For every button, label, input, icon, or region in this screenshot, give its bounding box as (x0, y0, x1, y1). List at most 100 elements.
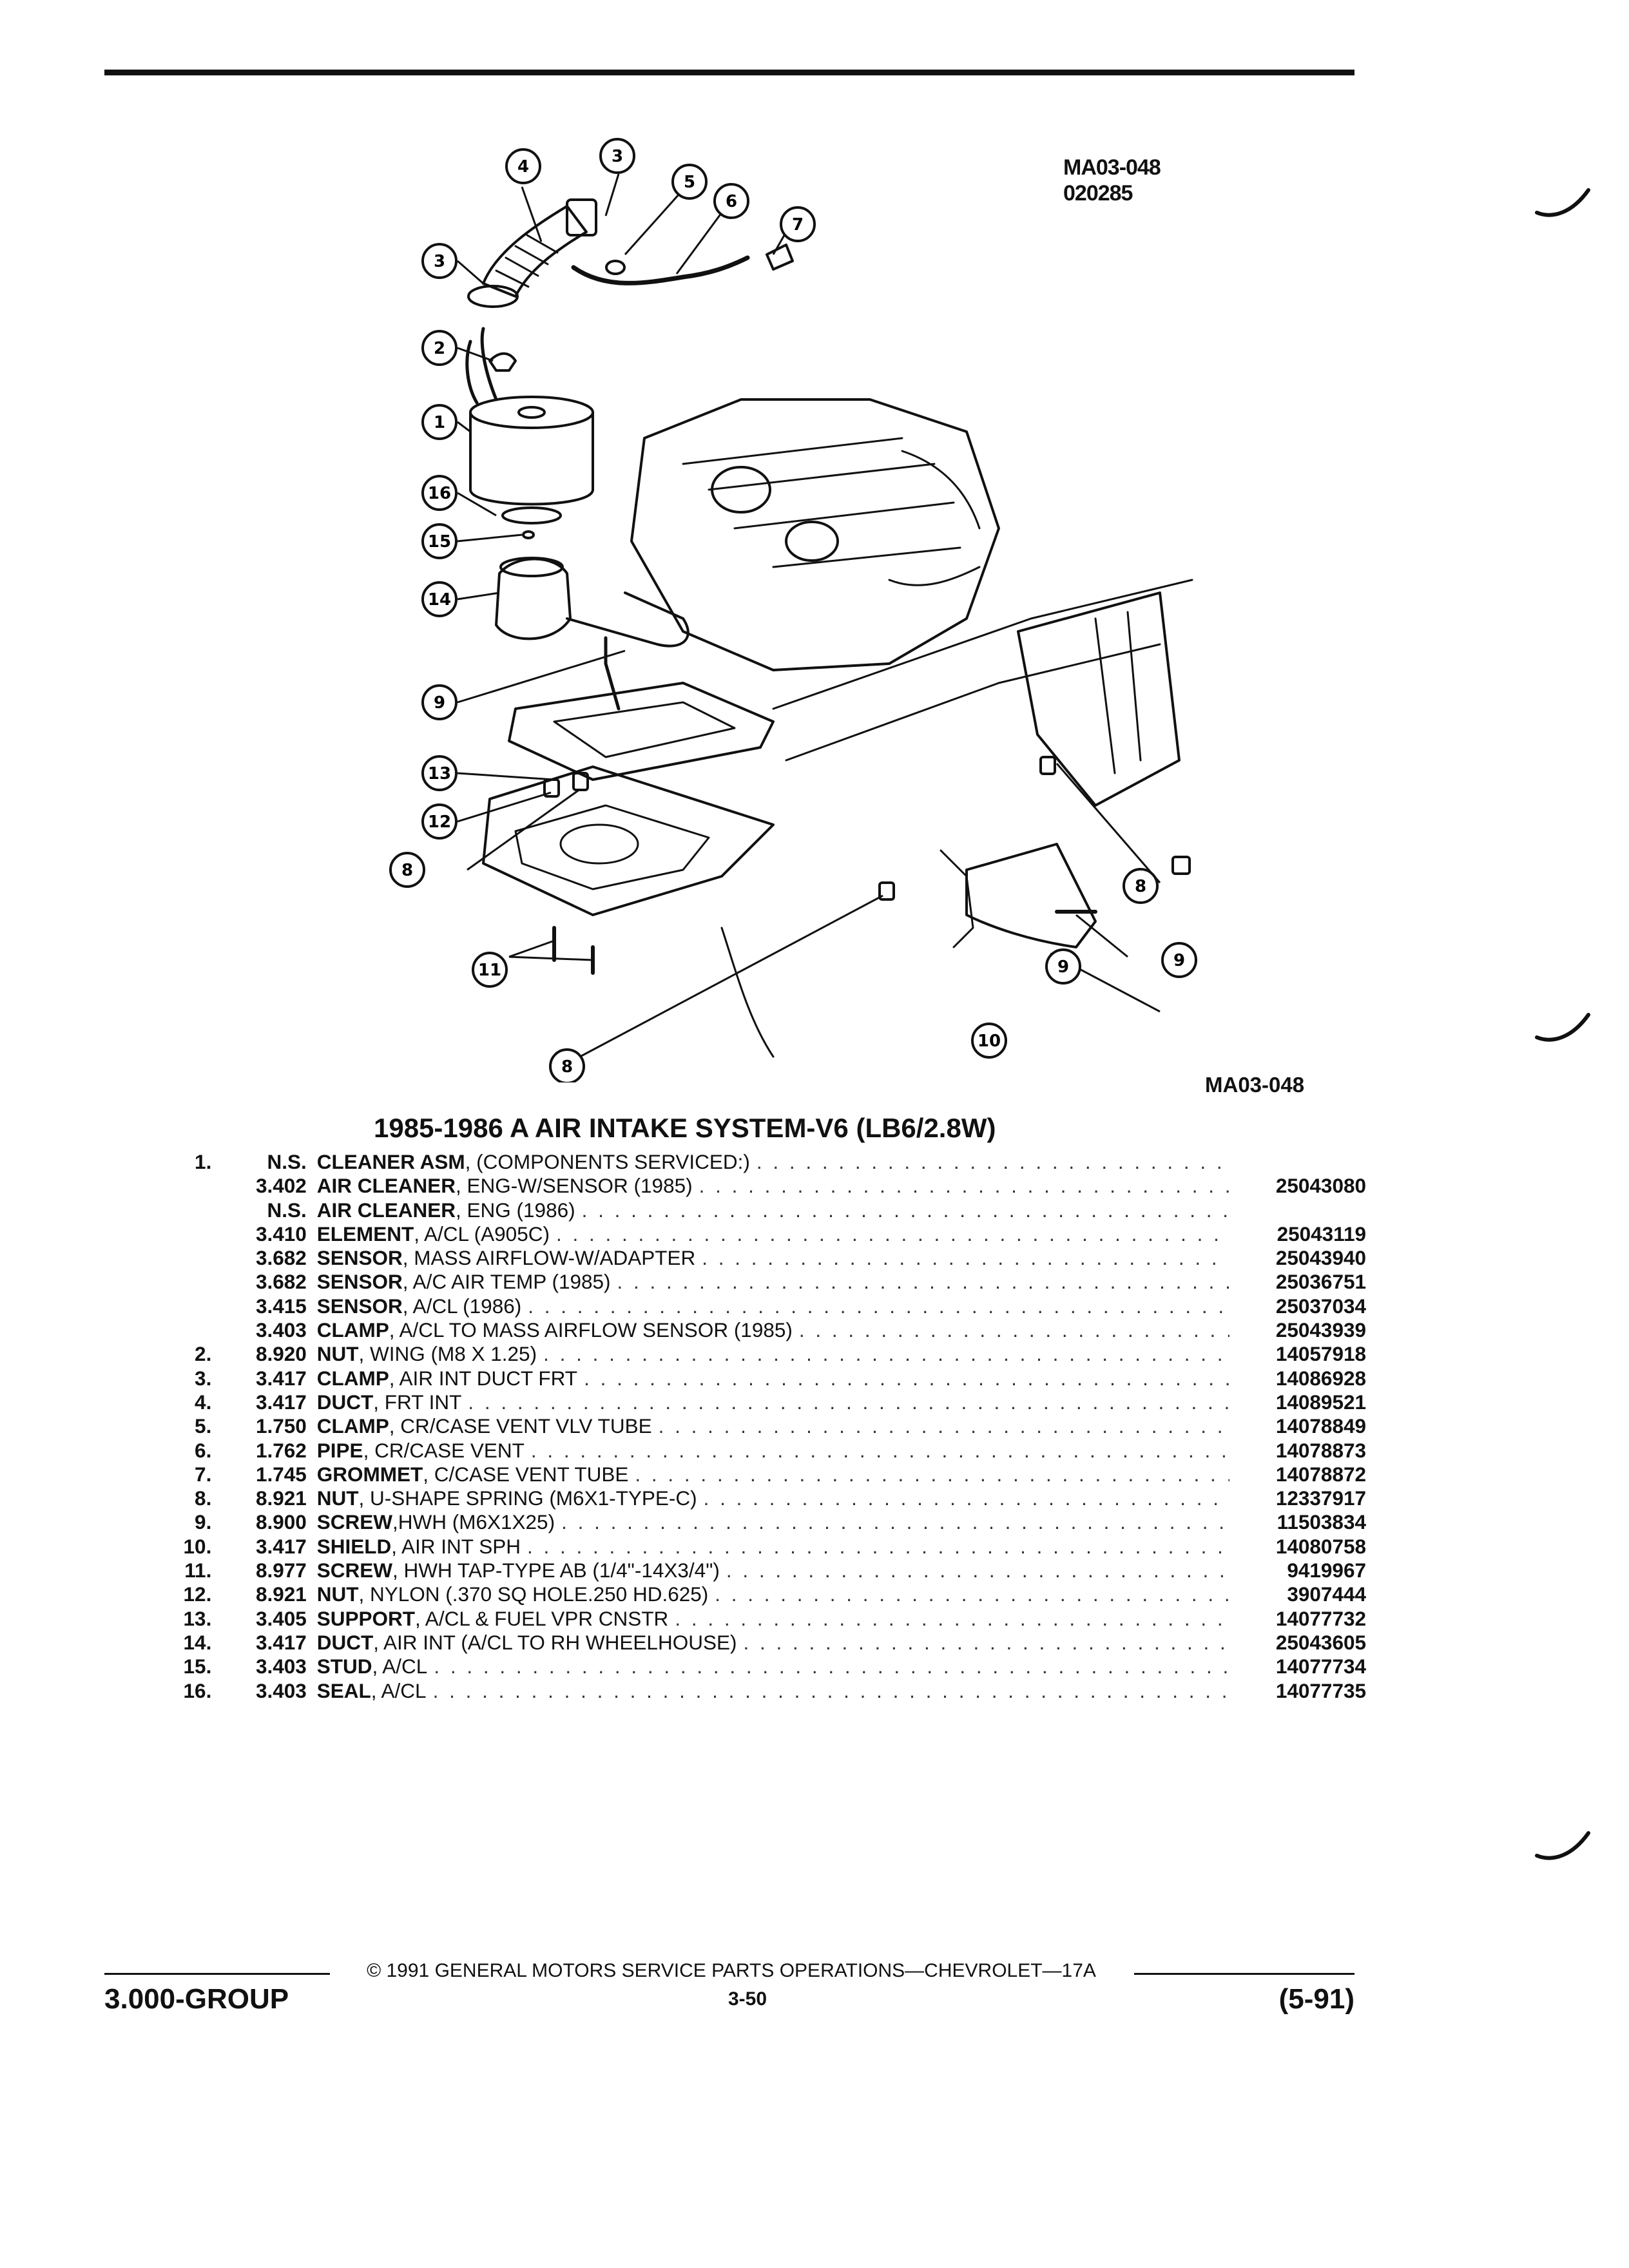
svg-text:6: 6 (726, 192, 737, 211)
group-code: 8.900 (255, 1510, 307, 1534)
svg-text:4: 4 (517, 157, 529, 177)
dot-leader: . . . . . . . . . . . . . . . . . . . . … (715, 1582, 1229, 1606)
item-number (155, 1222, 211, 1246)
part-detail: , ENG-W/SENSOR (1985) (456, 1174, 693, 1198)
part-number: 14078849 (1275, 1414, 1366, 1438)
part-number: 25037034 (1275, 1294, 1366, 1318)
group-code: 1.750 (255, 1414, 307, 1438)
part-description: SUPPORT, A/CL & FUEL VPR CNSTR. . . . . … (317, 1607, 1245, 1631)
dot-leader: . . . . . . . . . . . . . . . . . . . . … (703, 1486, 1229, 1510)
part-name: SEAL (316, 1678, 371, 1702)
part-detail: , FRT INT (373, 1390, 462, 1414)
part-detail: , A/CL TO MASS AIRFLOW SENSOR (1985) (389, 1318, 793, 1342)
item-number: 14. (183, 1630, 212, 1654)
part-number: 14077732 (1275, 1606, 1366, 1630)
part-detail: , CR/CASE VENT (363, 1438, 525, 1462)
svg-text:10: 10 (978, 1032, 1001, 1051)
dot-leader: . . . . . . . . . . . . . . . . . . . . … (432, 1678, 1229, 1702)
svg-text:1: 1 (434, 413, 445, 432)
dot-leader: . . . . . . . . . . . . . . . . . . . . … (581, 1198, 1229, 1222)
diagram-reference-codes: MA03-048 020285 (1063, 155, 1161, 206)
part-description: SHIELD, AIR INT SPH. . . . . . . . . . .… (317, 1535, 1245, 1559)
part-name: CLAMP (316, 1366, 389, 1390)
part-number: 25043940 (1275, 1246, 1366, 1270)
item-number: 13. (183, 1606, 212, 1630)
part-detail: , AIR INT (A/CL TO RH WHEELHOUSE) (373, 1630, 737, 1654)
item-number: 12. (183, 1582, 212, 1606)
svg-text:14: 14 (428, 590, 451, 610)
dot-leader: . . . . . . . . . . . . . . . . . . . . … (543, 1342, 1229, 1366)
group-code: 8.921 (255, 1582, 307, 1606)
part-detail: , NYLON (.370 SQ HOLE.250 HD.625) (358, 1582, 709, 1606)
svg-text:5: 5 (684, 173, 695, 192)
part-detail: , AIR INT DUCT FRT (389, 1366, 578, 1390)
group-code: 1.762 (255, 1438, 307, 1462)
part-description: NUT, NYLON (.370 SQ HOLE.250 HD.625). . … (317, 1582, 1245, 1606)
part-name: AIR CLEANER (316, 1198, 456, 1222)
group-code: 3.415 (255, 1294, 307, 1318)
part-description: CLAMP, A/CL TO MASS AIRFLOW SENSOR (1985… (317, 1318, 1245, 1342)
part-number: 11503834 (1277, 1510, 1366, 1534)
group-code: 3.403 (255, 1678, 307, 1702)
air-intake-diagram: 4 3 5 6 7 3 2 1 16 15 14 9 13 12 8 11 8 … (389, 138, 1197, 1082)
part-description: SCREW ,HWH (M6X1X25). . . . . . . . . . … (317, 1510, 1245, 1534)
item-number: 6. (195, 1438, 212, 1462)
part-detail: , U-SHAPE SPRING (M6X1-TYPE-C) (358, 1486, 697, 1510)
svg-text:7: 7 (792, 215, 804, 235)
part-description: SCREW, HWH TAP-TYPE AB (1/4"-14X3/4"). .… (317, 1559, 1245, 1582)
front-intake-duct-shape (482, 205, 588, 298)
part-description: SEAL, A/CL. . . . . . . . . . . . . . . … (317, 1679, 1245, 1703)
part-name: SENSOR (316, 1246, 403, 1270)
part-description: CLEANER ASM, (COMPONENTS SERVICED:). . .… (317, 1150, 1245, 1174)
dot-leader: . . . . . . . . . . . . . . . . . . . . … (555, 1222, 1229, 1245)
part-number: 14057918 (1275, 1342, 1366, 1366)
part-name: CLEANER ASM (316, 1150, 465, 1173)
part-description: CLAMP, CR/CASE VENT VLV TUBE. . . . . . … (317, 1414, 1245, 1438)
part-name: SENSOR (316, 1270, 403, 1294)
section-title: 1985-1986 A AIR INTAKE SYSTEM-V6 (LB6/2.… (374, 1113, 996, 1143)
item-number: 4. (195, 1390, 212, 1414)
item-number: 7. (195, 1462, 212, 1486)
part-number: 25043605 (1275, 1630, 1366, 1654)
binding-mark-icon (1535, 1831, 1590, 1860)
svg-text:12: 12 (428, 812, 451, 832)
binding-mark-icon (1535, 188, 1590, 217)
parts-row: 1.N.S.CLEANER ASM, (COMPONENTS SERVICED:… (155, 1150, 1366, 1174)
part-detail: , A/CL (1986) (402, 1294, 522, 1318)
callout-markers: 4 3 5 6 7 3 2 1 16 15 14 9 13 12 8 11 8 … (389, 138, 1197, 1082)
top-rule (104, 70, 1354, 75)
part-name: CLAMP (316, 1318, 389, 1342)
group-code: N.S. (267, 1198, 307, 1222)
part-name: CLAMP (316, 1414, 389, 1438)
svg-text:16: 16 (428, 484, 451, 503)
dot-leader: . . . . . . . . . . . . . . . . . . . . … (530, 1438, 1229, 1462)
part-detail: ,HWH (M6X1X25) (392, 1510, 555, 1534)
group-code: 3.417 (255, 1534, 307, 1558)
svg-text:15: 15 (428, 532, 451, 552)
dot-leader: . . . . . . . . . . . . . . . . . . . . … (699, 1174, 1229, 1198)
parts-row: N.S.AIR CLEANER, ENG (1986). . . . . . .… (155, 1198, 1366, 1222)
footer-date: (5-91) (1278, 1983, 1354, 2015)
dot-leader: . . . . . . . . . . . . . . . . . . . . … (635, 1462, 1229, 1486)
part-description: CLAMP, AIR INT DUCT FRT. . . . . . . . .… (317, 1367, 1245, 1390)
part-detail: , A/CL & FUEL VPR CNSTR (415, 1606, 669, 1630)
item-number (155, 1294, 211, 1318)
part-number: 14078872 (1275, 1462, 1366, 1486)
part-number: 25043119 (1277, 1222, 1366, 1245)
item-number (155, 1174, 211, 1198)
item-number (155, 1198, 211, 1222)
part-number: 25036751 (1275, 1270, 1366, 1294)
part-description: DUCT, AIR INT (A/CL TO RH WHEELHOUSE). .… (317, 1631, 1245, 1655)
svg-text:8: 8 (401, 861, 413, 880)
part-description: NUT, WING (M8 X 1.25). . . . . . . . . .… (317, 1342, 1245, 1366)
part-name: SENSOR (316, 1294, 403, 1318)
part-detail: , A/CL (A905C) (414, 1222, 550, 1245)
